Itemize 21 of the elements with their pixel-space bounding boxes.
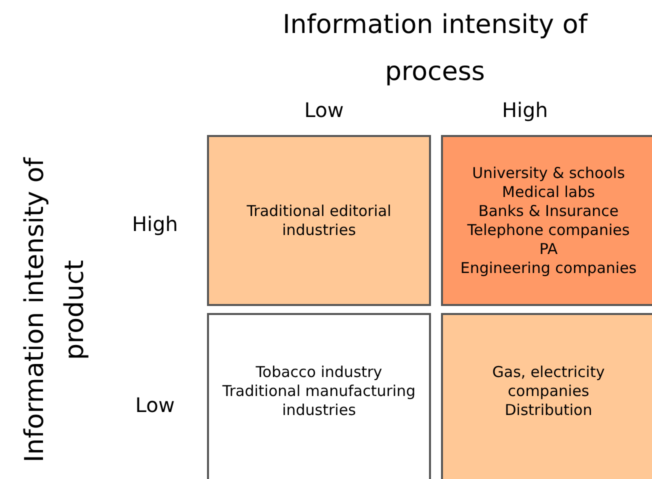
cell-text: Telephone companies	[467, 220, 630, 240]
cell-text: Traditional editorial industries	[246, 202, 392, 240]
axis-level-label: High	[131, 211, 179, 237]
cell-text: Traditional manufacturing industries	[221, 382, 417, 420]
axis-level-label: High	[501, 97, 549, 123]
matrix-cell	[207, 313, 431, 479]
axis-title: Information intensity of product	[19, 156, 91, 464]
matrix-cell	[441, 135, 652, 306]
cell-text: Engineering companies	[460, 258, 637, 278]
cell-text: PA	[539, 240, 558, 258]
matrix-cell	[207, 135, 431, 306]
axis-title: Information intensity of process	[282, 9, 589, 89]
cell-text: Tobacco industry	[256, 363, 382, 382]
axis-level-label: Low	[134, 392, 176, 418]
axis-level-label: Low	[303, 97, 345, 123]
matrix-cell	[441, 313, 652, 479]
cell-text: Medical labs	[502, 182, 595, 202]
cell-text: University & schools	[472, 164, 625, 182]
cell-text: Banks & Insurance	[478, 202, 619, 220]
cell-text: Distribution	[504, 401, 592, 420]
cell-text: Gas, electricity companies	[491, 363, 606, 401]
